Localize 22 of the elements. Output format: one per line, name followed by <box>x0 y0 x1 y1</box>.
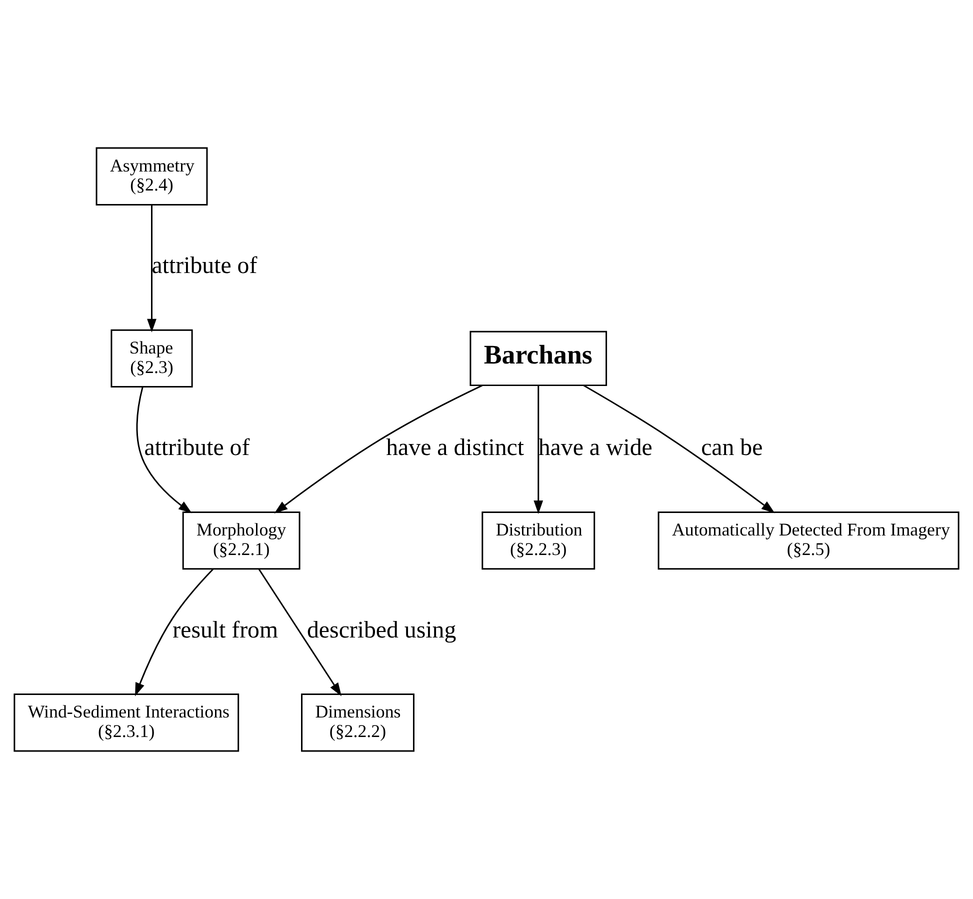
arrow <box>147 205 156 332</box>
edge-label: result from <box>172 617 278 644</box>
edge-label: attribute of <box>144 435 250 462</box>
arrow <box>274 384 483 514</box>
edge-label: attribute of <box>152 253 258 280</box>
node-box: Asymmetry (§2.4) <box>96 147 208 206</box>
arrow <box>583 384 775 514</box>
edge-label: described using <box>307 617 456 644</box>
edge-label: have a distinct <box>386 435 524 462</box>
edge-label: can be <box>701 435 763 462</box>
node-box: Automatically Detected From Imagery (§2.5) <box>658 511 960 570</box>
node-box: Wind-Sediment Interactions (§2.3.1) <box>14 694 240 752</box>
node-box: Morphology (§2.2.1) <box>182 511 300 570</box>
arrow <box>258 568 342 696</box>
node-box: Dimensions (§2.2.2) <box>301 694 414 752</box>
arrow <box>135 568 214 696</box>
node-box: Shape (§2.3) <box>110 329 193 388</box>
edge-label: have a wide <box>538 435 652 462</box>
arrow <box>136 386 192 514</box>
node-box: Barchans <box>470 330 608 386</box>
node-box: Distribution (§2.2.3) <box>482 511 596 570</box>
arrow <box>534 386 544 514</box>
